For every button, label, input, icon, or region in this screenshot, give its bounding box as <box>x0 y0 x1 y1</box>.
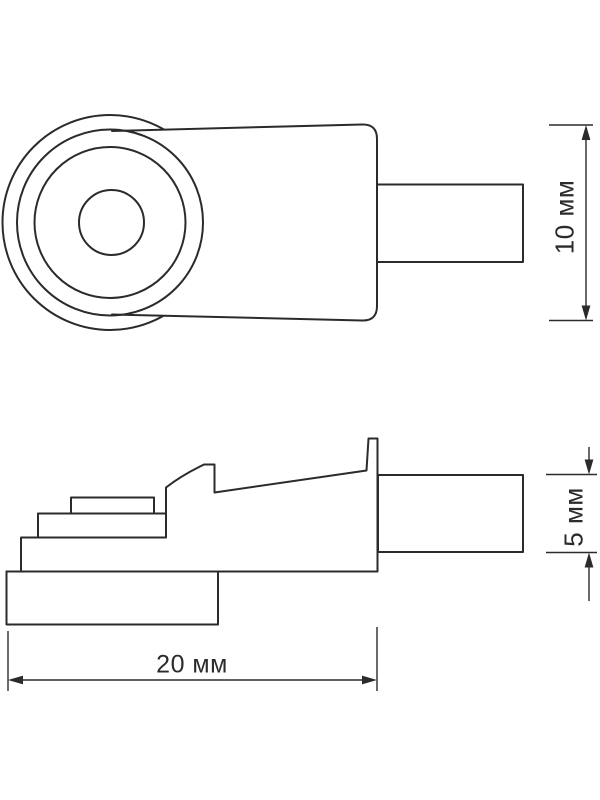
body-fill <box>112 124 377 321</box>
shaft-top-view <box>376 183 524 263</box>
arrow-right-icon <box>362 675 377 685</box>
head-inner-circle <box>33 146 187 299</box>
side-view <box>5 437 524 626</box>
shaft-side-view <box>377 474 524 553</box>
head-rim-circle <box>16 128 204 317</box>
step-profile <box>37 512 167 539</box>
body-profile <box>5 437 379 573</box>
dimension-thickness-5mm <box>546 447 597 601</box>
arrow-left-icon <box>8 675 23 685</box>
dimension-height-10mm <box>549 124 593 322</box>
arrow-up-icon <box>584 552 594 568</box>
dimension-label-thickness: 5 мм <box>558 487 589 547</box>
arrow-down-icon <box>581 305 591 321</box>
top-pad <box>70 496 155 515</box>
dimension-label-height: 10 мм <box>549 179 580 255</box>
top-view <box>1 114 524 331</box>
head-hub-circle <box>78 189 145 256</box>
base-plate <box>5 570 219 626</box>
arrow-down-icon <box>584 459 594 475</box>
dimension-label-length: 20 мм <box>156 650 228 679</box>
dimension-length-20mm <box>7 627 378 691</box>
arrow-up-icon <box>581 125 591 140</box>
